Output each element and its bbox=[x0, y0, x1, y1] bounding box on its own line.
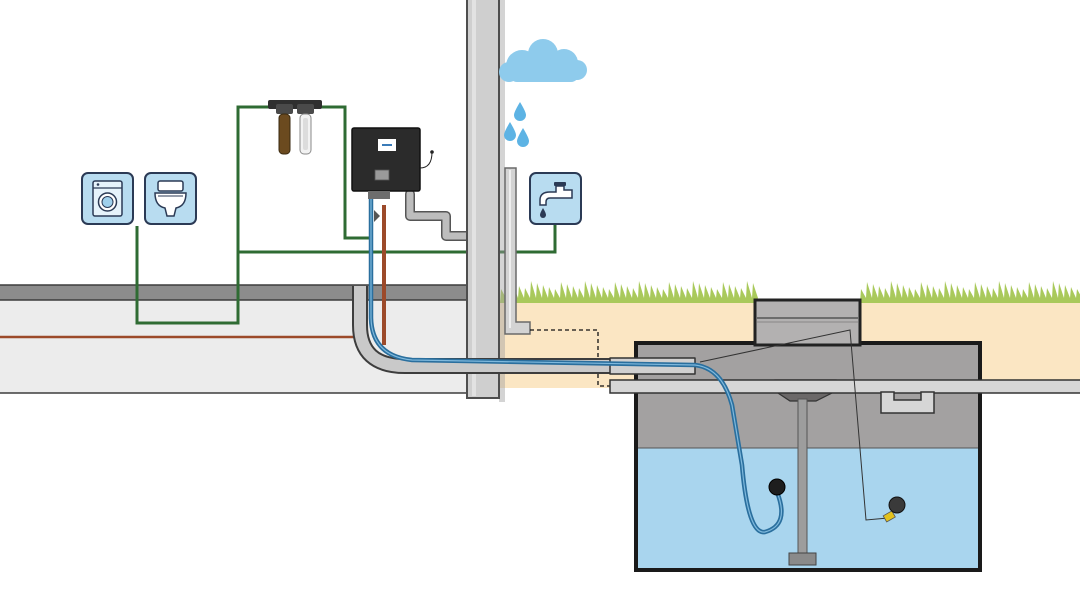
downpipe bbox=[504, 167, 531, 335]
control-unit-display bbox=[374, 169, 390, 181]
tank-riser-foot bbox=[788, 552, 817, 566]
control-unit-cable-end bbox=[430, 150, 434, 154]
grass-right bbox=[860, 281, 1080, 303]
float-switch-cable bbox=[699, 329, 889, 521]
cloud-icon bbox=[499, 39, 587, 82]
washing-machine-icon bbox=[81, 172, 134, 225]
underground-tank bbox=[634, 341, 982, 572]
control-unit-body bbox=[351, 127, 421, 192]
water-filters bbox=[268, 100, 322, 155]
wall-body bbox=[466, 0, 500, 399]
green-pipe-filter-to-unit bbox=[318, 105, 370, 240]
tank-water bbox=[638, 448, 978, 568]
green-pipe-tap bbox=[238, 224, 557, 254]
rain-drop-icon bbox=[504, 122, 516, 141]
house-wall bbox=[466, 0, 505, 402]
tank-riser-pipe bbox=[797, 398, 808, 555]
filter-head-right bbox=[297, 104, 314, 114]
float-switch-connector bbox=[882, 510, 896, 523]
control-unit bbox=[351, 127, 434, 222]
float-switch-ball bbox=[888, 496, 906, 514]
control-unit-valve bbox=[374, 210, 380, 222]
toilet-icon bbox=[144, 172, 197, 225]
control-unit-cable bbox=[419, 151, 433, 169]
tap-icon bbox=[529, 172, 582, 225]
green-supply-pipes bbox=[135, 105, 557, 325]
wall-highlight bbox=[472, 0, 476, 396]
overflow-trap bbox=[880, 391, 935, 414]
grass-left bbox=[500, 281, 758, 303]
floor-slab-body bbox=[0, 300, 467, 393]
filter-head-left bbox=[276, 104, 293, 114]
rain-drops bbox=[504, 102, 529, 147]
suction-float-ball bbox=[768, 478, 786, 496]
rain-drop-icon bbox=[514, 102, 526, 121]
floor-slab-top bbox=[0, 284, 468, 301]
wall-shadow bbox=[499, 0, 505, 402]
soil-right bbox=[860, 300, 1080, 380]
floor-slab bbox=[0, 284, 468, 394]
rain-drop-icon bbox=[517, 128, 529, 147]
green-pipe-washing-machine bbox=[135, 105, 272, 325]
suction-hose-highlight bbox=[370, 194, 783, 533]
filter-cartridge-brown bbox=[278, 113, 291, 155]
control-unit-fittings bbox=[368, 191, 390, 199]
filter-cartridge-white-core bbox=[303, 118, 308, 150]
manhole-shaft bbox=[753, 298, 862, 347]
drain-hose bbox=[405, 189, 471, 241]
